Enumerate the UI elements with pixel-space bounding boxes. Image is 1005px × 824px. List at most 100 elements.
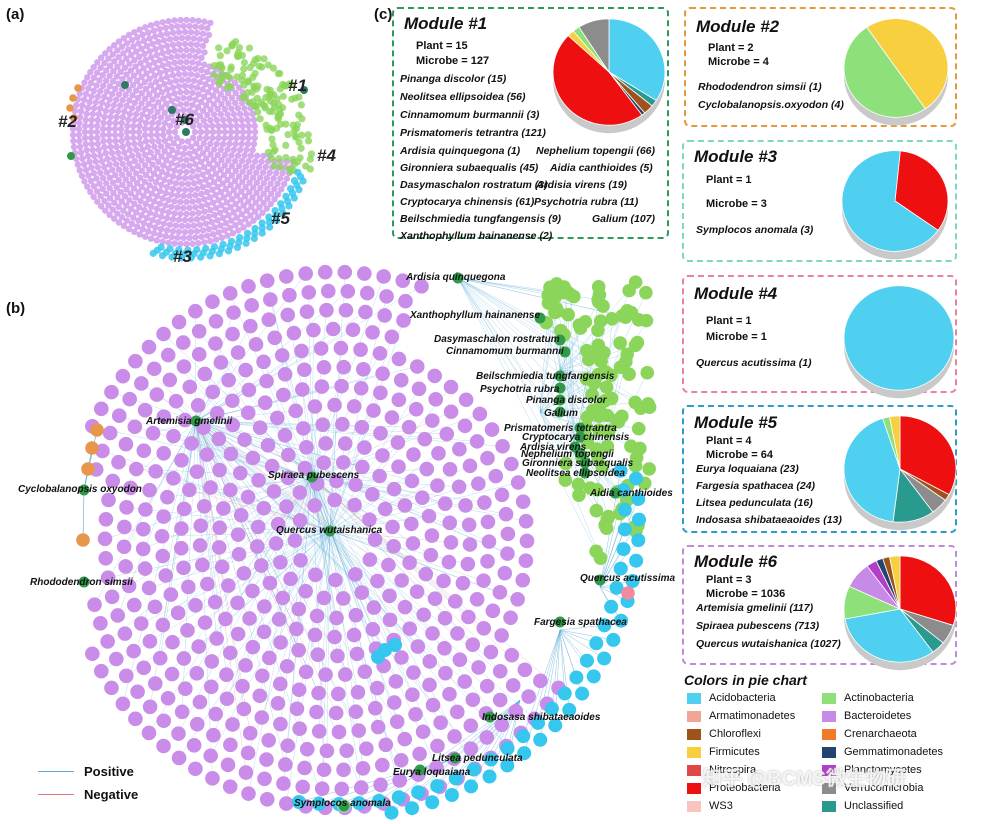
microbe-node <box>212 462 227 478</box>
overview-node <box>215 175 223 183</box>
microbe-node <box>414 279 429 294</box>
positive-edge <box>329 530 441 723</box>
overview-node <box>149 137 156 145</box>
microbe-node <box>402 621 418 636</box>
microbe-node <box>313 341 329 356</box>
microbe-node <box>291 794 306 809</box>
overview-node <box>126 180 133 188</box>
module-pie-6 <box>843 555 957 671</box>
negative-edge <box>278 476 313 525</box>
microbe-node <box>359 741 374 756</box>
plant-node <box>579 457 591 469</box>
overview-node <box>218 100 225 108</box>
overview-node <box>213 140 221 148</box>
overview-node <box>232 222 239 229</box>
microbe-node <box>613 336 627 350</box>
legend-swatch <box>687 800 701 812</box>
overview-node <box>90 74 98 81</box>
microbe-node <box>142 482 157 498</box>
microbe-node <box>261 312 277 328</box>
microbe-node <box>465 692 481 708</box>
overview-node <box>160 131 167 139</box>
microbe-node <box>317 264 333 280</box>
microbe-node <box>225 417 240 433</box>
overview-node <box>171 128 179 136</box>
microbe-node <box>242 611 257 626</box>
microbe-node <box>176 651 192 666</box>
microbe-node <box>238 765 254 780</box>
microbe-node <box>427 368 442 384</box>
overview-node <box>133 77 141 85</box>
microbe-node <box>218 611 233 627</box>
overview-node <box>161 81 168 88</box>
microbe-node <box>412 746 427 762</box>
overview-node <box>214 96 221 103</box>
module-pie-1 <box>552 18 666 134</box>
overview-node <box>204 25 211 32</box>
microbe-node <box>471 660 486 675</box>
overview-node <box>181 70 189 78</box>
microbe-node <box>379 289 394 304</box>
microbe-node <box>275 590 291 606</box>
overview-node <box>192 191 199 199</box>
overview-node <box>132 63 139 70</box>
microbe-node <box>618 310 633 324</box>
overview-node <box>193 117 200 124</box>
overview-node <box>215 128 223 136</box>
microbe-node <box>599 380 614 394</box>
overview-node <box>171 167 178 174</box>
module-title: Module #3 <box>694 147 778 166</box>
overview-node <box>69 131 77 139</box>
plant-label: Eurya loquaiana <box>393 767 471 778</box>
overview-node <box>253 152 261 159</box>
microbe-node <box>85 441 99 455</box>
overview-node <box>163 73 171 81</box>
microbe-node <box>404 473 420 489</box>
microbe-node <box>188 598 203 613</box>
microbe-node <box>621 586 635 600</box>
overview-node <box>81 134 89 142</box>
overview-node <box>200 140 207 147</box>
microbe-node <box>606 632 621 647</box>
negative-edge <box>311 476 525 670</box>
overview-node <box>115 91 123 98</box>
plant-label: Spiraea pubescens <box>268 470 360 481</box>
overview-node <box>143 42 151 50</box>
microbe-node <box>517 662 533 678</box>
overview-node <box>159 207 166 215</box>
overview-node <box>142 119 150 127</box>
microbe-node <box>368 700 383 716</box>
microbe-node <box>613 463 628 478</box>
positive-edge <box>148 476 313 734</box>
microbe-node <box>327 629 342 645</box>
microbe-node <box>519 533 535 549</box>
overview-node <box>129 175 137 182</box>
microbe-node <box>374 757 390 773</box>
microbe-node <box>469 434 485 449</box>
overview-node <box>241 193 249 200</box>
overview-node <box>120 222 128 230</box>
overview-node <box>264 61 272 69</box>
microbe-node <box>192 538 208 553</box>
microbe-node <box>261 733 276 748</box>
overview-node <box>84 74 91 81</box>
microbe-node <box>611 414 626 429</box>
plant-node <box>414 764 426 776</box>
microbe-node <box>605 311 619 326</box>
microbe-node <box>211 431 227 447</box>
overview-node <box>202 134 210 142</box>
overview-node <box>94 59 101 66</box>
microbe-node <box>396 313 411 328</box>
microbe-node <box>518 553 534 568</box>
positive-edge <box>457 277 623 510</box>
overview-node <box>102 149 109 157</box>
microbe-node <box>381 557 396 573</box>
overview-node <box>81 178 88 185</box>
microbe-node <box>277 428 293 443</box>
microbe-node <box>105 473 121 489</box>
overview-node <box>253 189 260 197</box>
overview-node <box>150 230 158 237</box>
overview-node <box>87 68 94 76</box>
overview-node <box>212 87 220 94</box>
overview-node <box>198 66 205 74</box>
